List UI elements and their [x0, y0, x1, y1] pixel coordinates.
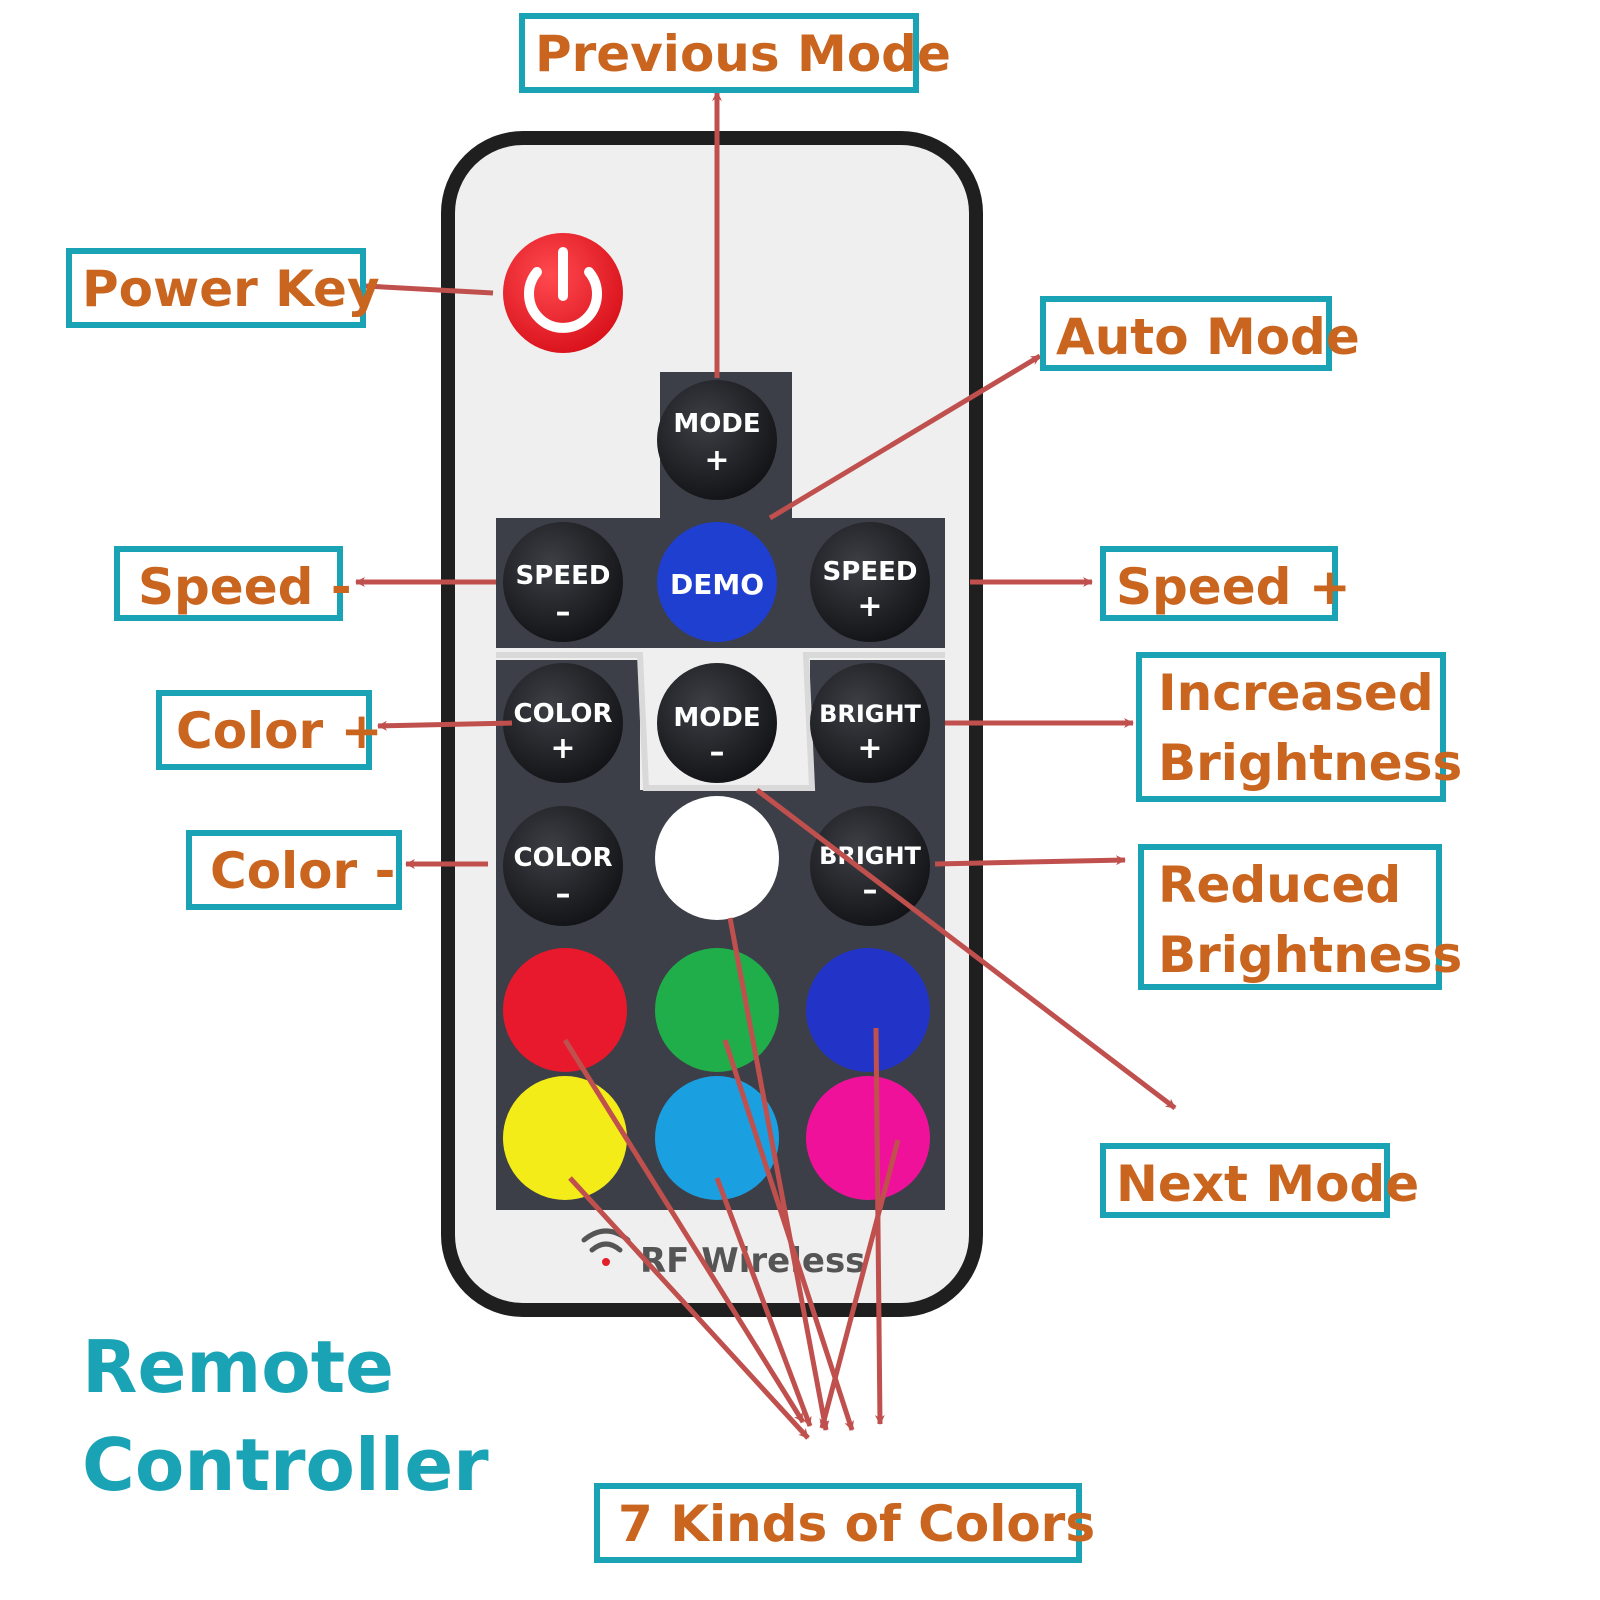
- svg-text:BRIGHT: BRIGHT: [819, 700, 921, 728]
- arrow-color-magenta: [819, 1139, 901, 1429]
- bright-plus-button[interactable]: BRIGHT +: [810, 663, 930, 783]
- svg-text:–: –: [556, 595, 571, 630]
- svg-text:SPEED: SPEED: [823, 557, 918, 587]
- yellow-color-button[interactable]: [503, 1076, 627, 1200]
- svg-text:+: +: [550, 731, 575, 766]
- label-auto-mode: Auto Mode: [1040, 296, 1360, 371]
- arrow-power-key: [365, 281, 494, 296]
- svg-text:+: +: [857, 731, 882, 766]
- svg-text:MODE: MODE: [673, 409, 760, 439]
- arrow-color-green: [722, 1039, 855, 1431]
- arrow-color-red: [562, 1038, 806, 1424]
- red-color-button[interactable]: [503, 948, 627, 1072]
- label-seven-colors: 7 Kinds of Colors: [594, 1483, 1095, 1563]
- label-power-key: Power Key: [66, 248, 380, 328]
- mode-plus-button[interactable]: MODE +: [657, 380, 777, 500]
- arrow-color-yellow: [568, 1176, 810, 1440]
- keypad-divider: [496, 652, 945, 791]
- power-icon: [524, 247, 602, 333]
- svg-text:–: –: [556, 877, 571, 912]
- arrow-color-blue: [873, 1027, 885, 1425]
- svg-text:+: +: [704, 443, 729, 478]
- color-minus-button[interactable]: COLOR –: [503, 806, 623, 926]
- label-next-mode: Next Mode: [1100, 1143, 1419, 1218]
- white-color-button[interactable]: [655, 796, 779, 920]
- arrow-color-cyan: [714, 1177, 813, 1427]
- mode-minus-button[interactable]: MODE –: [657, 663, 777, 783]
- page-title: Remote Controller: [82, 1325, 489, 1507]
- label-speed-minus: Speed -: [114, 546, 352, 621]
- svg-text:–: –: [710, 735, 725, 770]
- label-color-minus: Color -: [186, 830, 402, 910]
- color-plus-button[interactable]: COLOR +: [503, 663, 623, 783]
- svg-text:SPEED: SPEED: [516, 561, 611, 591]
- keypad-lower: [496, 660, 945, 1210]
- arrow-auto-mode: [768, 353, 1042, 521]
- speed-minus-button[interactable]: SPEED –: [503, 522, 623, 642]
- green-color-button[interactable]: [655, 948, 779, 1072]
- svg-text:MODE: MODE: [673, 703, 760, 733]
- svg-text:DEMO: DEMO: [670, 568, 764, 601]
- label-speed-plus: Speed +: [1100, 546, 1351, 621]
- arrow-color-white: [727, 917, 830, 1431]
- label-increased-brightness: Increased Brightness: [1136, 652, 1462, 802]
- speed-plus-button[interactable]: SPEED +: [810, 522, 930, 642]
- label-previous-mode: Previous Mode: [519, 13, 951, 93]
- svg-text:BRIGHT: BRIGHT: [819, 842, 921, 870]
- svg-text:COLOR: COLOR: [514, 843, 613, 873]
- arrow-color-plus: [377, 720, 513, 731]
- label-color-plus: Color +: [156, 690, 383, 770]
- label-reduced-brightness: Reduced Brightness: [1138, 844, 1462, 990]
- arrow-next-mode: [755, 788, 1177, 1110]
- demo-button[interactable]: DEMO: [657, 522, 777, 642]
- blue-color-button[interactable]: [806, 948, 930, 1072]
- svg-text:+: +: [857, 589, 882, 624]
- arrow-reduced-brightness: [934, 855, 1126, 867]
- magenta-color-button[interactable]: [806, 1076, 930, 1200]
- svg-text:COLOR: COLOR: [514, 699, 613, 729]
